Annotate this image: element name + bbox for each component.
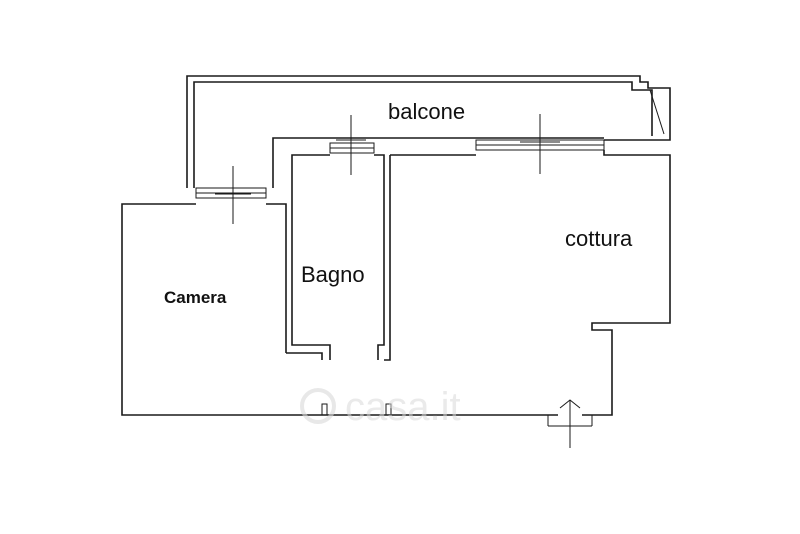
room-label-camera: Camera bbox=[164, 288, 227, 307]
watermark: casa.it bbox=[300, 385, 461, 429]
room-label-balcone: balcone bbox=[388, 99, 465, 124]
cottura-walls bbox=[390, 150, 671, 416]
balcony-outline bbox=[186, 75, 671, 188]
room-label-bagno: Bagno bbox=[301, 262, 365, 287]
crosshair-markers bbox=[215, 114, 560, 224]
wall-stubs bbox=[321, 403, 392, 416]
bagno-walls bbox=[286, 154, 391, 361]
balcony-windows bbox=[195, 139, 605, 199]
room-label-cottura: cottura bbox=[565, 226, 633, 251]
entrance-arrow-icon bbox=[547, 399, 593, 448]
camera-walls bbox=[121, 203, 558, 416]
watermark-text: casa.it bbox=[345, 385, 461, 429]
